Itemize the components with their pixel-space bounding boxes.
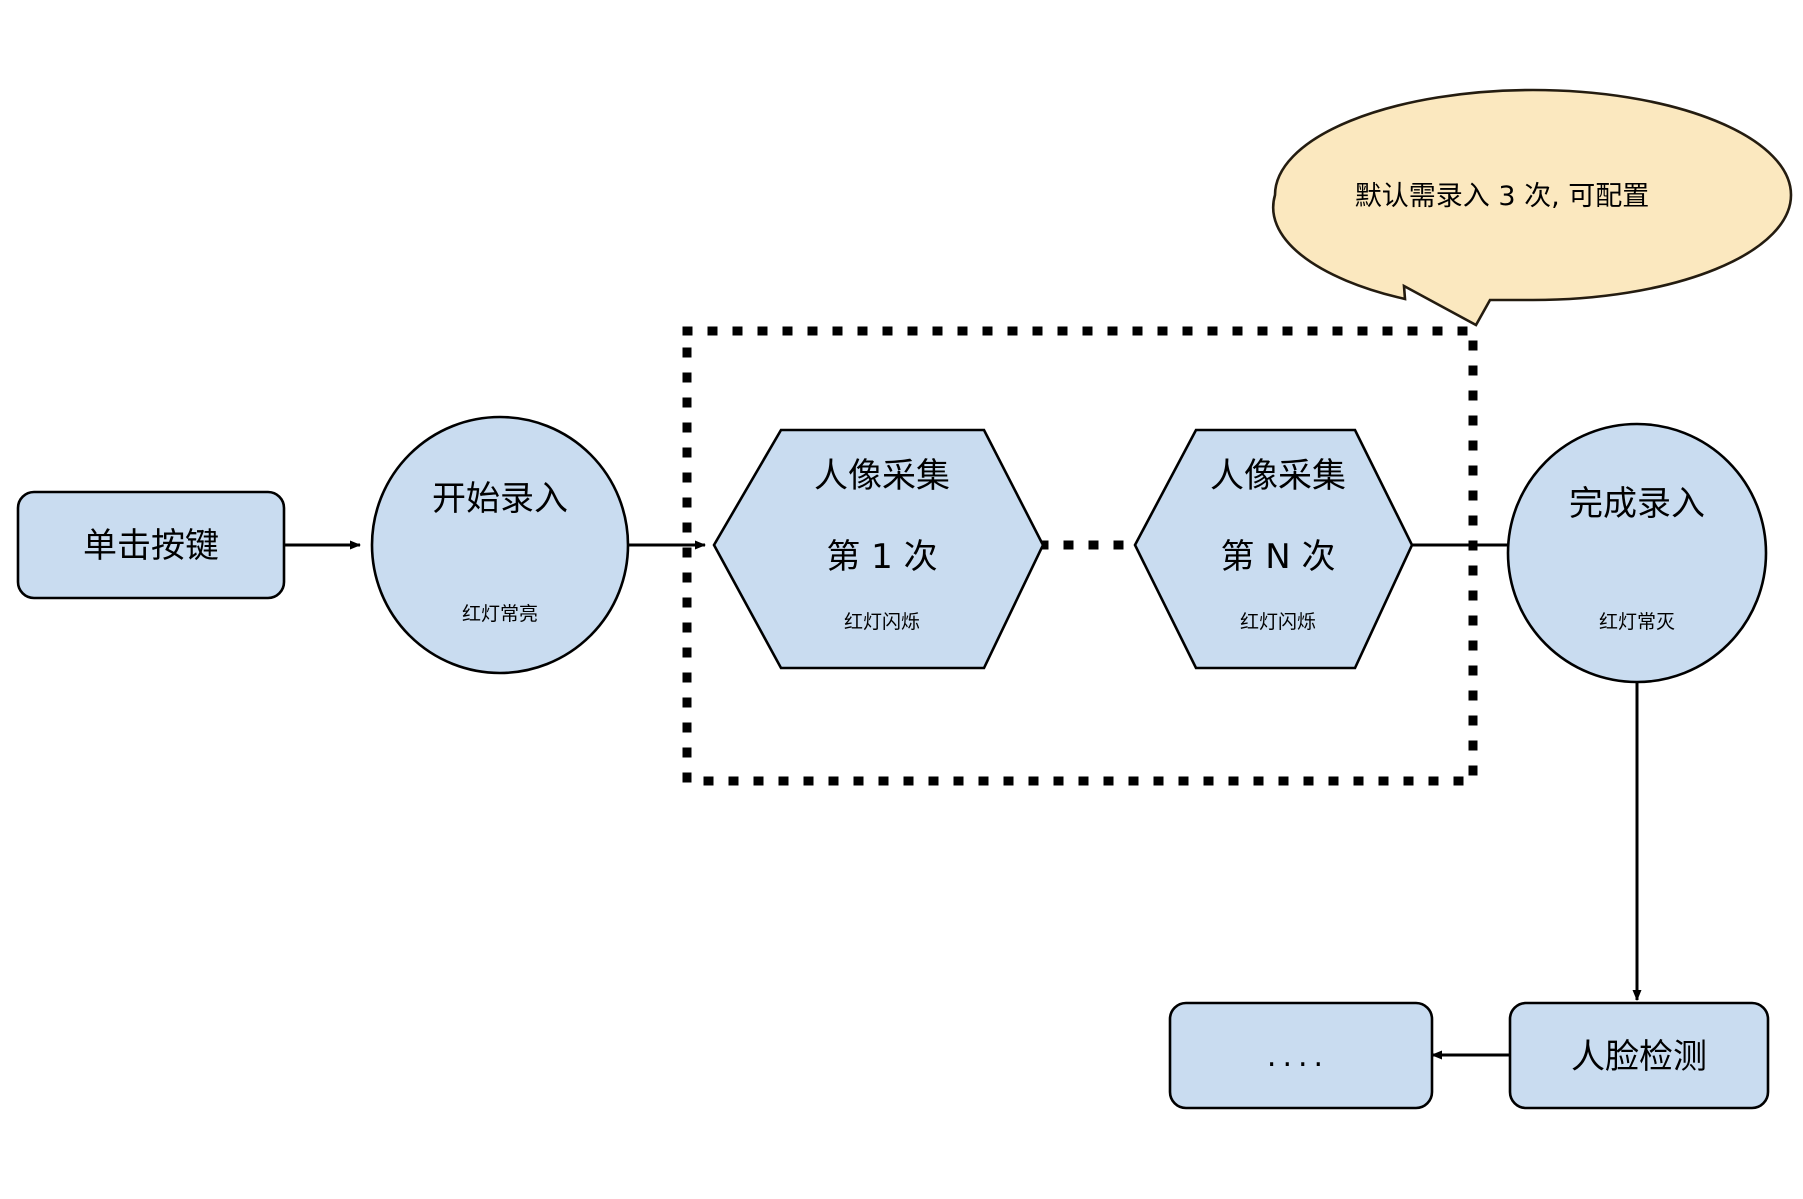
capture-nth-sublabel: 红灯闪烁 — [1240, 611, 1316, 633]
node-capture-first[interactable]: 人像采集 第 1 次 红灯闪烁 — [712, 428, 1045, 670]
callout-shape — [1271, 88, 1793, 327]
node-start-enroll[interactable]: 开始录入 红灯常亮 — [370, 415, 630, 675]
node-press-key[interactable]: 单击按键 — [16, 490, 286, 600]
node-finish-enroll[interactable]: 完成录入 红灯常灭 — [1506, 422, 1768, 684]
start-enroll-shape — [370, 415, 630, 675]
capture-nth-label-line1: 人像采集 — [1210, 456, 1346, 496]
finish-enroll-sublabel: 红灯常灭 — [1599, 611, 1675, 633]
face-detect-label: 人脸检测 — [1571, 1037, 1707, 1077]
capture-loop-group-box — [682, 326, 1478, 786]
press-key-shape — [16, 490, 286, 600]
finish-enroll-shape — [1506, 422, 1768, 684]
capture-nth-label-line2: 第 N 次 — [1220, 537, 1335, 577]
node-capture-nth[interactable]: 人像采集 第 N 次 红灯闪烁 — [1133, 428, 1414, 670]
more-steps-label: .... — [1267, 1039, 1329, 1074]
node-face-detect[interactable]: 人脸检测 — [1508, 1001, 1770, 1110]
node-more-steps[interactable]: .... — [1168, 1001, 1434, 1110]
start-enroll-label: 开始录入 — [432, 479, 568, 519]
callout-text: 默认需录入 3 次, 可配置 — [1355, 181, 1650, 212]
press-key-label: 单击按键 — [83, 526, 219, 566]
capture-first-label-line1: 人像采集 — [814, 456, 950, 496]
capture-first-sublabel: 红灯闪烁 — [844, 611, 920, 633]
capture-first-shape — [712, 428, 1045, 670]
face-detect-shape — [1508, 1001, 1770, 1110]
callout-bubble[interactable]: 默认需录入 3 次, 可配置 — [1271, 88, 1793, 327]
capture-nth-shape — [1133, 428, 1414, 670]
more-steps-shape — [1168, 1001, 1434, 1110]
start-enroll-sublabel: 红灯常亮 — [462, 603, 538, 625]
finish-enroll-label: 完成录入 — [1569, 484, 1705, 524]
capture-first-label-line2: 第 1 次 — [826, 537, 937, 577]
